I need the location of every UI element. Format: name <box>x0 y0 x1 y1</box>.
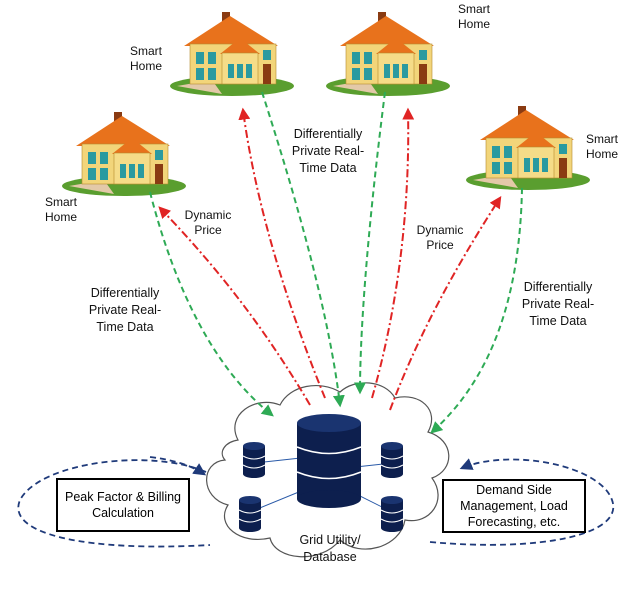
price-label-right: Dynamic Price <box>416 223 464 252</box>
smart-home-icon <box>325 11 451 97</box>
smart-home-label: Smart Home <box>458 2 491 31</box>
price-arrow-left <box>158 206 311 406</box>
data-arrow-top-right <box>354 91 386 395</box>
smart-home-label: Smart Home <box>45 195 78 224</box>
price-arrow-top-left <box>238 107 326 399</box>
data-arrow-left <box>149 191 274 417</box>
feedback-loop-right <box>429 458 615 546</box>
demand-side-box: Demand Side Management, Load Forecasting… <box>442 479 586 533</box>
peak-factor-text: Peak Factor & Billing Calculation <box>64 490 182 520</box>
cloud-label: Grid Utility/ Database <box>299 533 361 564</box>
smart-home-label: Smart Home <box>586 132 619 161</box>
price-label-left: Dynamic Price <box>184 208 232 237</box>
data-arrow-right <box>430 187 523 434</box>
database-icon <box>380 441 404 479</box>
database-icon <box>242 441 266 479</box>
price-arrow-right <box>389 195 502 411</box>
database-icon <box>238 495 262 533</box>
smart-home-icon <box>61 111 187 197</box>
data-label-center: Differentially Private Real-Time Data <box>291 127 365 175</box>
peak-factor-box: Peak Factor & Billing Calculation <box>56 478 190 532</box>
feedback-arrow-left <box>149 456 207 476</box>
data-label-right: Differentially Private Real-Time Data <box>521 280 595 328</box>
main-database-icon <box>296 414 362 508</box>
data-label-left: Differentially Private Real-Time Data <box>88 286 162 334</box>
demand-side-text: Demand Side Management, Load Forecasting… <box>460 483 568 529</box>
feedback-loop-left <box>17 459 211 548</box>
database-icon <box>380 495 404 533</box>
price-arrow-top-right <box>371 107 415 399</box>
smart-home-label: Smart Home <box>130 44 163 73</box>
smart-home-icon <box>465 105 591 191</box>
